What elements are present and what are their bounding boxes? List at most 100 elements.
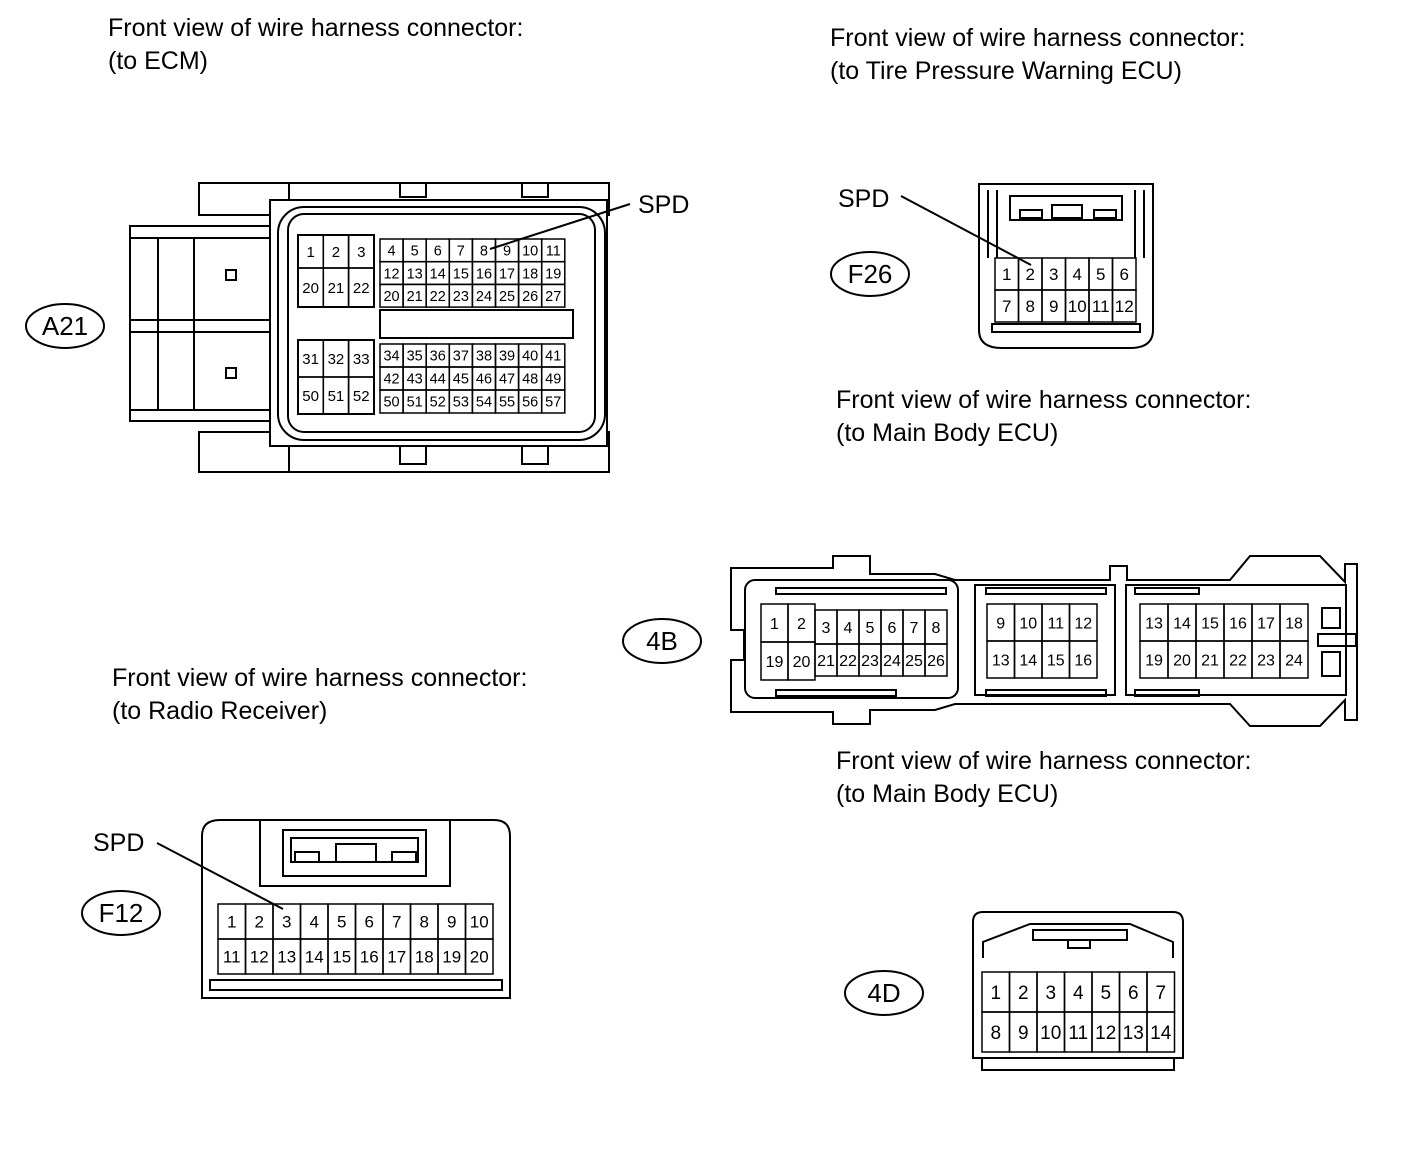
b4-pin-cell	[924, 643, 948, 677]
b4-pin-label: 21	[1201, 652, 1219, 669]
b4-pin-label: 5	[866, 620, 875, 637]
a21-pin-label: 6	[434, 244, 442, 260]
f12-tag: F12	[99, 898, 144, 928]
a21-pin-label: 24	[476, 289, 492, 305]
b4-pin-label: 9	[996, 615, 1005, 632]
a21-latch	[129, 225, 293, 422]
b4-pin-label: 3	[822, 620, 831, 637]
a21-pin-label: 31	[302, 351, 319, 368]
a21-pin-label: 44	[430, 372, 446, 388]
a21-pin-label: 4	[388, 244, 396, 260]
d4-pin-label: 1	[990, 983, 1001, 1004]
d4-pin-cell	[1146, 1011, 1176, 1053]
f26-pin-label: 4	[1073, 265, 1082, 284]
a21-pin-label: 21	[407, 289, 423, 305]
a21-pin-label: 32	[328, 351, 345, 368]
f26-spd-leader	[900, 195, 1032, 266]
a21-pin-label: 16	[476, 266, 492, 282]
a21-pin-label: 47	[499, 372, 515, 388]
f12-pin-label: 20	[470, 948, 489, 967]
a21-pin-label: 49	[545, 372, 561, 388]
b4-pin-label: 13	[992, 652, 1010, 669]
b4-pin-label: 17	[1257, 615, 1275, 632]
caption-mainbody-2-line1: Front view of wire harness connector:	[836, 747, 1252, 775]
a21-tag: A21	[42, 311, 88, 341]
d4-pin-label: 7	[1155, 983, 1166, 1004]
a21-pin-label: 42	[383, 372, 399, 388]
d4-pin-label: 14	[1150, 1023, 1172, 1044]
f26-pin-label: 2	[1026, 265, 1035, 284]
caption-radio-line2: (to Radio Receiver)	[112, 697, 328, 725]
caption-mainbody-2-line2: (to Main Body ECU)	[836, 780, 1059, 808]
caption-ecm-line1: Front view of wire harness connector:	[108, 14, 524, 42]
a21-pin-label: 37	[453, 349, 469, 365]
b4-pin-label: 22	[839, 653, 857, 670]
f12-pin-label: 12	[250, 948, 269, 967]
a21-pin-label: 23	[453, 289, 469, 305]
a21-pin-cell	[540, 283, 566, 308]
a21-spd-label: SPD	[638, 191, 689, 219]
a21-pin-label: 20	[302, 280, 319, 297]
b4-pin-label: 18	[1285, 615, 1303, 632]
a21-pin-label: 41	[545, 349, 561, 365]
f12-pin-cell	[464, 938, 494, 975]
caption-mainbody-1: Front view of wire harness connector: (t…	[836, 384, 1251, 450]
b4-pin-label: 25	[905, 653, 923, 670]
f12-pin-label: 2	[255, 913, 264, 932]
f12-pin-label: 8	[420, 913, 429, 932]
a21-pin-label: 21	[328, 280, 345, 297]
a21-pin-label: 54	[476, 395, 492, 411]
caption-tpw-line2: (to Tire Pressure Warning ECU)	[830, 57, 1182, 85]
f12-pin-label: 16	[360, 948, 379, 967]
d4-pin-label: 4	[1073, 983, 1084, 1004]
a21-pin-label: 51	[328, 388, 345, 405]
f12-pin-label: 19	[442, 948, 461, 967]
b4-pin-label: 6	[888, 620, 897, 637]
caption-mainbody-2: Front view of wire harness connector: (t…	[836, 745, 1251, 811]
b4-tag: 4B	[646, 626, 678, 656]
a21-pin-cell	[347, 376, 375, 415]
b4-pin-label: 12	[1074, 615, 1092, 632]
f26-pin-cell	[1111, 289, 1137, 323]
d4-pin-label: 9	[1018, 1023, 1029, 1044]
a21-pin-label: 53	[453, 395, 469, 411]
a21-pin-label: 12	[383, 266, 399, 282]
f26-pin-label: 10	[1068, 297, 1087, 316]
a21-pin-label: 2	[332, 244, 340, 261]
b4-pin-label: 13	[1145, 615, 1163, 632]
f26-pin-label: 12	[1115, 297, 1134, 316]
f12-pin-label: 11	[223, 948, 241, 967]
a21-pin-label: 27	[545, 289, 561, 305]
caption-tpw-line1: Front view of wire harness connector:	[830, 24, 1246, 52]
b4-pin-label: 16	[1074, 652, 1092, 669]
b4-pin-label: 19	[1145, 652, 1163, 669]
a21-pin-label: 52	[430, 395, 446, 411]
caption-ecm: Front view of wire harness connector: (t…	[108, 12, 523, 78]
a21-pin-label: 22	[353, 280, 370, 297]
f12-pin-label: 1	[227, 913, 236, 932]
a21-pin-label: 9	[503, 244, 511, 260]
a21-pin-label: 18	[522, 266, 538, 282]
a21-pin-cell	[540, 389, 566, 414]
f26-tag: F26	[848, 259, 893, 289]
a21-pin-label: 7	[457, 244, 465, 260]
b4-pin-label: 22	[1229, 652, 1247, 669]
f26-pin-label: 9	[1049, 297, 1058, 316]
caption-mainbody-1-line1: Front view of wire harness connector:	[836, 386, 1252, 414]
d4-pin-label: 8	[990, 1023, 1001, 1044]
a21-pin-label: 35	[407, 349, 423, 365]
d4-tag: 4D	[867, 978, 900, 1008]
f12-pin-label: 9	[447, 913, 456, 932]
f12-spd-label: SPD	[93, 829, 144, 857]
f12-pin-label: 15	[332, 948, 351, 967]
f26-pin-label: 11	[1092, 297, 1110, 316]
d4-pin-label: 11	[1068, 1023, 1088, 1044]
b4-pin-label: 8	[932, 620, 941, 637]
b4-pin-label: 4	[844, 620, 853, 637]
